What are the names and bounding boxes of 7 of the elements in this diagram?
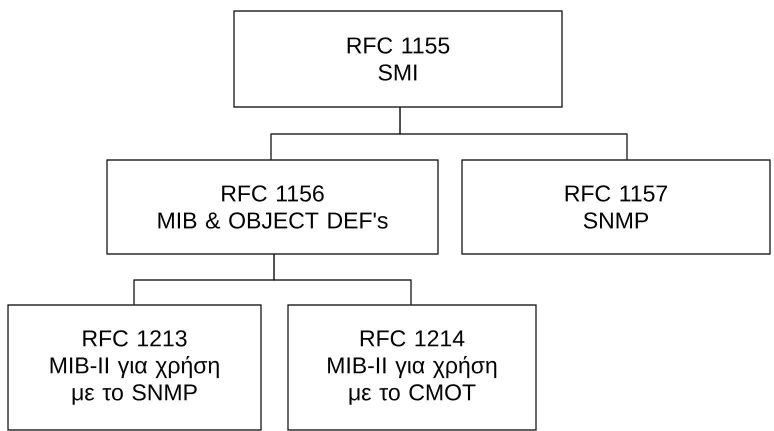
rfc-box: RFC 1156 MIB & OBJECT DEF's (106, 159, 439, 255)
rfc-box: RFC 1155 SMI (233, 10, 563, 108)
rfc-box: RFC 1213 MIB-II για χρήση με το SNMP (7, 304, 262, 431)
connector-line (273, 254, 412, 304)
connector-line (399, 108, 628, 160)
rfc-box: RFC 1214 MIB-II για χρήση με το CMOT (287, 304, 537, 431)
rfc-box: RFC 1157 SNMP (461, 159, 771, 255)
